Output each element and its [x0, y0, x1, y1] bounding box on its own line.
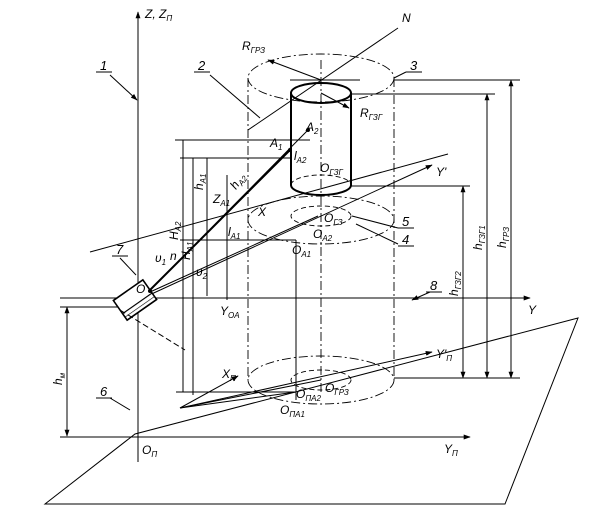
label-O-pa2: OПА2: [296, 387, 321, 403]
label-h-gzg1: hГЗГ1: [471, 225, 487, 250]
leader-6: [109, 397, 131, 411]
label-O-gz: OГЗ: [324, 211, 343, 227]
label-X: X: [257, 205, 267, 219]
label-Y-OA: YOA: [220, 304, 240, 320]
leader-8: [411, 291, 431, 301]
label-Xp: XП: [221, 367, 236, 383]
cylinder-bottom: [290, 184, 352, 196]
leader-2: [209, 74, 261, 119]
label-h-grz: hГРЗ: [495, 227, 511, 248]
proj-pa1: [179, 391, 297, 409]
label-n: n: [170, 249, 177, 263]
label-HA1: HA1: [179, 242, 195, 260]
leader-5: [351, 215, 399, 229]
label-HA2: HA2: [167, 221, 183, 240]
label-Y-p: YП: [444, 442, 458, 458]
callout-4: 4: [402, 232, 409, 247]
point-O: [148, 289, 152, 293]
label-O-p: OП: [142, 443, 157, 459]
proj-pa2: [179, 379, 322, 409]
leader-7: [119, 257, 137, 276]
leader-4: [355, 223, 399, 245]
label-OA2: OA2: [313, 227, 333, 243]
point-A2: [306, 128, 310, 132]
label-Y-prime: Y': [436, 165, 447, 179]
callout-6: 6: [100, 384, 108, 399]
label-OA1: OA1: [292, 243, 311, 259]
label-h-gzg2: hГЗГ2: [447, 271, 463, 296]
label-O-pa1: OПА1: [280, 403, 305, 419]
label-hA1: hA1: [192, 174, 208, 190]
label-N: N: [402, 11, 411, 25]
label-ZA1: ZA1: [212, 192, 230, 208]
label-O-grz: OГРЗ: [325, 381, 349, 397]
callout-7: 7: [116, 242, 124, 257]
beam-a2: [149, 129, 309, 291]
label-R-gzg: RГЗГ: [360, 106, 383, 122]
beam-to-o: [149, 215, 319, 293]
instrument-axis: [119, 309, 186, 351]
callout-5: 5: [402, 214, 410, 229]
label-axis-z: Z, ZП: [144, 7, 172, 23]
label-A1: A1: [269, 136, 282, 152]
label-O-gzg: OГЗГ: [320, 161, 344, 177]
label-lA1: lA1: [228, 225, 240, 241]
leader-3: [393, 71, 407, 79]
label-v1: υ1: [155, 251, 166, 267]
ground-plane: [43, 317, 579, 505]
instrument-box: [112, 278, 158, 322]
beam-n-dir: [89, 153, 449, 253]
leader-1: [109, 74, 138, 101]
label-h-m: hм: [51, 372, 67, 385]
callout-1: 1: [100, 58, 107, 73]
label-hA2: hA2: [227, 170, 250, 193]
r-grz-arrow: [267, 59, 322, 81]
label-Yp-prime: Y'П: [436, 347, 452, 363]
label-Y: Y: [528, 303, 537, 317]
r-gzg-arrow: [320, 92, 350, 109]
label-v2: υ2: [196, 265, 208, 281]
callout-3: 3: [410, 58, 418, 73]
yp-prime-axis: [179, 350, 433, 409]
point-A1: [288, 148, 292, 152]
label-A2: A2: [305, 120, 319, 136]
callout-2: 2: [197, 58, 206, 73]
label-O: O: [136, 282, 145, 296]
label-R-grz: RГРЗ: [242, 39, 265, 55]
n-direction-line: [247, 27, 399, 131]
label-lA2: lA2: [294, 149, 307, 165]
y-prime-axis: [144, 164, 433, 298]
callout-8: 8: [430, 278, 438, 293]
